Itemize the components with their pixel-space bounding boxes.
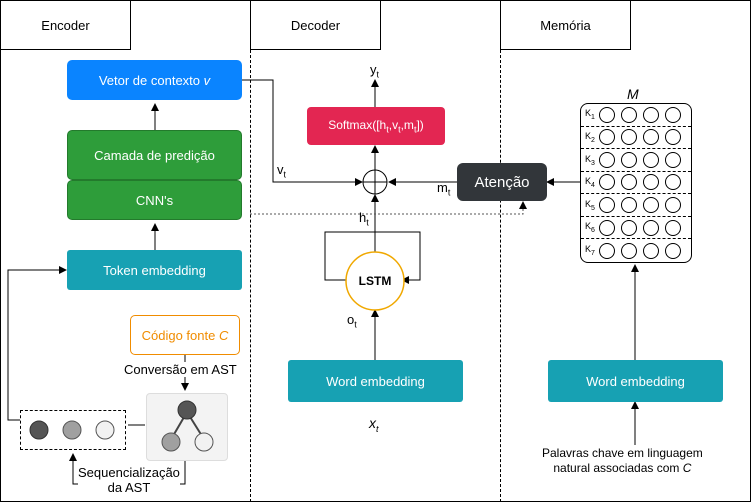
encoder-decoder-separator [250,50,251,502]
keywords-line2: natural associadas com C [553,461,692,475]
decoder-memory-separator [500,50,501,502]
token-embedding-label: Token embedding [103,262,206,278]
serialization-label: Sequencialização da AST [78,465,180,495]
memory-cell [599,106,615,123]
memory-lane-title: Memória [540,17,591,33]
v-label: vt [277,162,287,180]
memory-row: K2 [581,127,691,150]
serialization-line2: da AST [107,480,151,495]
memory-cell [599,219,615,236]
memory-cell [665,197,681,214]
decoder-lane-header: Decoder [250,0,381,50]
memory-cell [621,129,637,146]
memory-cell [599,174,615,191]
memory-cell [665,129,681,146]
memory-cell [643,197,659,214]
encoder-lane-header: Encoder [0,0,131,50]
ast-tree-box [146,393,228,461]
source-code-box: Código fonte C [130,315,240,355]
memory-word-embedding-label: Word embedding [586,373,685,389]
lstm-node: LSTM [346,252,404,310]
memory-cell [621,151,637,168]
o-label: ot [347,312,357,330]
cnns-box: CNN's [67,180,242,220]
prediction-layer-box: Camada de predição [67,130,242,180]
left-border [0,0,1,502]
memory-cell [643,129,659,146]
encoder-lane-title: Encoder [41,17,90,33]
memory-key-label: K6 [585,221,595,235]
m-label: mt [437,180,451,198]
memory-cell [643,151,659,168]
memory-key-label: K4 [585,176,595,189]
memory-cell [665,219,681,236]
memory-cell [643,242,659,259]
decoder-word-embedding-box: Word embedding [288,360,463,402]
token-embedding-box: Token embedding [67,250,242,290]
memory-cell [621,242,637,259]
memory-key-label: K5 [585,198,595,212]
memory-cell [599,242,615,259]
memory-key-label: K2 [585,130,595,144]
memory-key-label: K1 [585,108,595,122]
ast-tree-icon [161,400,214,452]
memory-title: M [627,86,639,102]
decoder-lane-title: Decoder [290,17,341,33]
memory-lane-header: Memória [500,0,631,50]
context-vector-label: Vetor de contexto v [98,72,211,88]
context-vector-box: Vetor de contexto v [67,60,242,100]
ast-conversion-label: Conversão em AST [124,362,237,377]
memory-row: K7 [581,239,691,262]
lstm-label: LSTM [358,274,392,288]
decoder-word-embedding-label: Word embedding [326,373,425,389]
attention-label: Atenção [474,173,530,191]
memory-cell [665,106,681,123]
cnns-label: CNN's [135,192,174,208]
attention-box: Atenção [457,163,547,201]
memory-cell [643,106,659,123]
memory-row: K3 [581,149,691,172]
keywords-line1: Palavras chave em linguagem [542,446,703,460]
memory-row: K1 [581,104,691,127]
memory-cell [599,197,615,214]
serialization-line1: Sequencialização [78,465,180,480]
memory-cell [621,174,637,191]
softmax-box: Softmax([ht,vt,mt]) [307,107,445,145]
memory-word-embedding-box: Word embedding [548,360,723,402]
memory-cell [621,106,637,123]
h-label: ht [359,210,369,228]
memory-cell [621,197,637,214]
serialized-nodes-icon [29,420,115,440]
memory-cell [665,242,681,259]
memory-row: K4 [581,172,691,195]
memory-cell [665,174,681,191]
top-border [0,0,751,1]
memory-cell [621,219,637,236]
memory-cell [599,129,615,146]
serialized-ast-box [20,410,126,450]
memory-cell [599,151,615,168]
keywords-label: Palavras chave em linguagem natural asso… [542,446,703,476]
memory-cell [643,174,659,191]
memory-cell [665,151,681,168]
x-input-label: xt [369,415,379,434]
memory-row: K6 [581,217,691,240]
memory-row: K5 [581,194,691,217]
source-code-label: Código fonte C [141,327,229,343]
memory-key-label: K3 [585,153,595,167]
y-output-label: yt [370,62,380,80]
prediction-layer-label: Camada de predição [94,147,215,163]
softmax-label: Softmax([ht,vt,mt]) [328,117,424,135]
memory-key-label: K7 [585,244,595,258]
memory-cell [643,219,659,236]
